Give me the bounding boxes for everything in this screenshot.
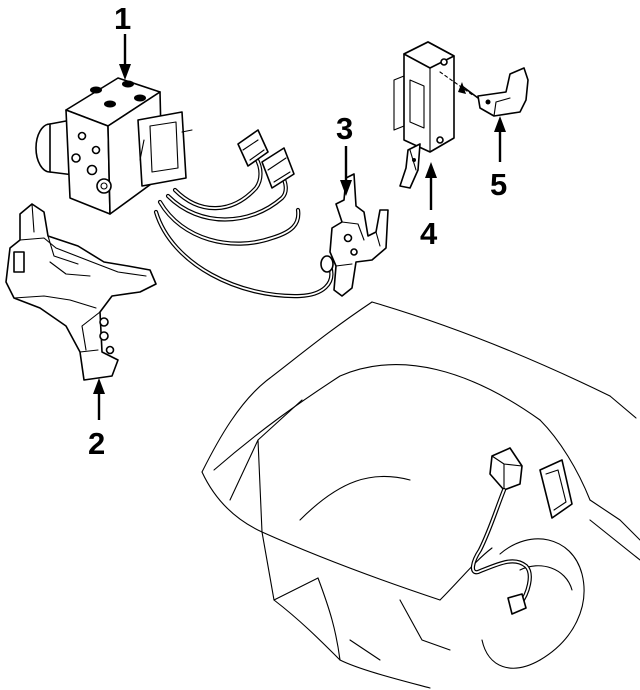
callout-label-5: 5 xyxy=(490,167,507,202)
vehicle-front-outline xyxy=(201,301,640,689)
control-module xyxy=(393,41,455,189)
callout-label-3: 3 xyxy=(336,111,353,146)
mounting-bracket xyxy=(5,203,157,381)
wheel-speed-sensor xyxy=(470,447,573,615)
callout-5: 5 xyxy=(490,116,507,202)
callout-label-1: 1 xyxy=(114,1,131,36)
support-bracket xyxy=(329,173,389,297)
callout-4: 4 xyxy=(420,162,438,251)
callout-2: 2 xyxy=(88,378,105,461)
callout-label-4: 4 xyxy=(420,216,438,251)
callout-label-2: 2 xyxy=(88,426,105,461)
module-bracket xyxy=(439,67,529,117)
wiring-harness xyxy=(153,129,334,299)
abs-hydraulic-unit xyxy=(35,77,193,215)
callout-3: 3 xyxy=(336,111,353,196)
callout-1: 1 xyxy=(114,1,131,80)
